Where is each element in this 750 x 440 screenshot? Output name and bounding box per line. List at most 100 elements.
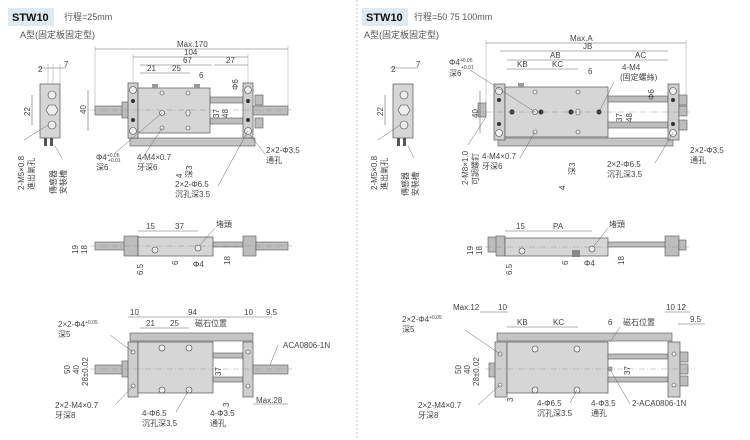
dim-9-5: 9.5 <box>690 315 702 324</box>
drawing-shape <box>494 341 508 398</box>
dim-19: 19 <box>71 245 80 254</box>
front-view: 15 PA 堵頭 19 18 6.5 6 Φ4 18 <box>466 219 690 275</box>
shock-absorber-label: ACA0806-1N <box>283 341 330 350</box>
drawing-shape <box>397 104 411 116</box>
hole-mark <box>158 344 166 352</box>
dim-3: 3 <box>222 402 231 407</box>
dim-37: 37 <box>212 109 221 118</box>
through-hole-note-bot: 通孔 <box>210 418 226 428</box>
dimension-line <box>593 227 609 247</box>
hole-mark <box>497 122 501 126</box>
dim-50: 50 <box>454 365 463 374</box>
tap-note-bot: 牙深8 <box>55 411 76 420</box>
adjust-screw <box>477 102 487 118</box>
dimension-line <box>217 130 249 187</box>
hole-mark <box>245 383 251 389</box>
dim-2: 2 <box>391 65 396 74</box>
pin-depth-3: 深3 <box>185 165 194 178</box>
dimension-line <box>54 145 63 159</box>
model-badge <box>8 8 54 26</box>
dim-7: 7 <box>64 60 69 69</box>
pin-hole-label: Φ4+0.05 <box>96 153 120 162</box>
dim-18: 18 <box>475 246 484 255</box>
port-icon <box>47 90 57 100</box>
type-label: A型(固定板固定型) <box>20 29 95 40</box>
fitting-icon <box>45 104 59 116</box>
dim-6: 6 <box>199 71 204 80</box>
hole-mark <box>194 244 202 252</box>
drawing-shape: +0.05 <box>429 315 442 321</box>
front-body <box>137 236 214 257</box>
pin-depth-bot: 深5 <box>58 330 71 339</box>
dim-40-bot: 40 <box>72 365 81 374</box>
dim-max28: Max.28 <box>256 396 283 405</box>
dim-10b: 10 <box>666 303 675 312</box>
hole-mark <box>671 351 677 357</box>
drawing-shape <box>667 341 681 398</box>
dimension-line <box>109 334 134 353</box>
drawing-shape <box>495 235 506 257</box>
base-plate <box>129 137 256 147</box>
counterbore-note-bot: 沉孔深3.5 <box>142 419 178 428</box>
dimension-line <box>23 124 49 141</box>
hole-mark <box>129 86 137 94</box>
tap-label-bot: 2×2-M4×0.7 <box>55 401 99 410</box>
hole-mark <box>518 247 526 255</box>
dimension-line <box>114 112 163 154</box>
sensor-label-1: 傳感器 <box>48 170 58 194</box>
counterbore-note: 沉孔深3.5 <box>607 170 643 179</box>
drawing-shape <box>607 95 669 103</box>
stroke-label: 行程=25mm <box>64 11 112 22</box>
drawing-shape: +0.05 <box>460 58 473 64</box>
model-title: STW10 <box>366 12 403 24</box>
dimension-line <box>599 81 615 111</box>
dim-9-5: 9.5 <box>266 308 278 317</box>
hole-mark <box>246 118 250 122</box>
hole-mark <box>131 99 135 103</box>
dim-18: 18 <box>80 245 89 254</box>
tap-note-bot: 牙深8 <box>418 411 439 420</box>
dim-2: 2 <box>38 65 43 74</box>
dimension-line <box>519 131 536 159</box>
m8-label: 2-M8×1.0 <box>461 150 470 185</box>
sensor-label-1: 傳感器 <box>400 172 410 196</box>
dim-19: 19 <box>466 246 475 255</box>
shock-absorber-label: 2-ACA0806-1N <box>632 399 686 408</box>
dim-6-5: 6.5 <box>505 263 514 275</box>
dim-pa: PA <box>553 222 564 231</box>
drawing-shape: +0.05 <box>85 320 98 326</box>
dim-10: 10 <box>130 308 139 317</box>
pin-hole-label: Φ4+0.05 <box>449 58 473 67</box>
pin-depth: 深6 <box>96 163 109 172</box>
dim-7: 7 <box>416 60 421 69</box>
dim-kc: KC <box>552 60 563 69</box>
drawing-shape <box>254 117 264 129</box>
m4-label: 4-M4 <box>622 63 641 72</box>
right-panel: STW10 行程=50 75 100mm A型(固定板固定型) 2 7 22 2… <box>362 8 724 420</box>
tap-note: 牙深6 <box>137 163 158 172</box>
dim-48: 48 <box>221 109 230 118</box>
drawing-shape <box>518 83 524 87</box>
dim-15: 15 <box>516 222 525 231</box>
drawing-shape <box>194 84 200 88</box>
pin-label: 4 <box>175 173 184 178</box>
hole-mark <box>495 129 503 137</box>
hole-mark <box>669 87 677 95</box>
dim-18b: 18 <box>617 256 626 265</box>
sensor-slot <box>44 138 47 146</box>
drawing-shape <box>572 250 580 257</box>
drawing-shape <box>607 241 667 248</box>
dimension-line <box>114 385 134 406</box>
slide-table-body <box>137 87 211 134</box>
dimension-line <box>654 132 674 164</box>
dimension-line <box>467 116 487 146</box>
dimension-line <box>269 344 279 366</box>
drawing-shape <box>679 375 689 387</box>
hole-mark <box>185 344 193 352</box>
hole-mark <box>245 349 251 355</box>
through-hole-label-bot: 4-Φ3.5 <box>210 409 235 418</box>
dim-48: 48 <box>625 113 634 122</box>
pin-depth-bot: 深5 <box>402 325 415 334</box>
dim-28: 28±0.02 <box>81 357 90 386</box>
